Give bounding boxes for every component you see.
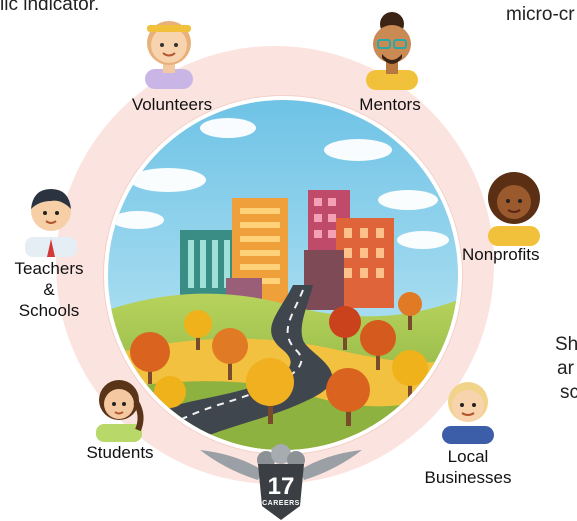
teachers-label: Teachers & Schools	[0, 258, 98, 321]
cropped-text-right-1: Sh	[555, 334, 577, 355]
cropped-text-top-left: lic indicator.	[0, 0, 100, 15]
students-label: Students	[86, 443, 154, 462]
students-avatar-icon	[96, 380, 144, 442]
mentors-avatar-icon	[366, 12, 418, 90]
volunteers-label: Volunteers	[131, 95, 213, 114]
logo-word: CAREERS	[262, 500, 300, 507]
local-businesses-label: Local Businesses	[406, 446, 530, 488]
logo-wings-icon	[200, 444, 362, 520]
mentors-label: Mentors	[359, 95, 421, 114]
teachers-schools-avatar-icon	[25, 189, 77, 257]
cropped-text-right-2: ar	[557, 358, 574, 379]
teachers-label-line-1: Teachers	[14, 259, 84, 278]
cropped-text-right-3: sc	[560, 382, 577, 403]
17-careers-logo: 17 CAREERS	[196, 430, 366, 521]
city-scene-graphic	[108, 100, 458, 450]
local-businesses-label-line-2: Businesses	[424, 468, 512, 487]
teachers-label-line-3: Schools	[18, 301, 80, 320]
nonprofits-label: Nonprofits	[462, 245, 540, 264]
logo-number: 17	[267, 473, 295, 500]
local-businesses-label-line-1: Local	[447, 447, 489, 466]
cropped-text-top-right: micro-cr	[506, 4, 575, 25]
local-businesses-avatar-icon	[442, 382, 494, 444]
nonprofits-avatar-icon	[488, 172, 540, 246]
teachers-label-line-2: &	[43, 280, 55, 299]
volunteers-avatar-icon	[145, 21, 193, 89]
city-scene-illustration	[104, 96, 462, 454]
